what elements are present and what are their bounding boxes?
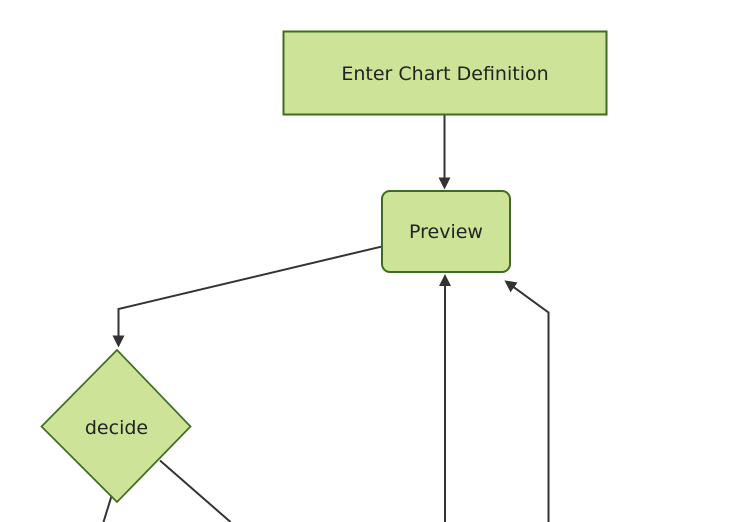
edge-offscreen-bottom-right-to-preview (504, 280, 550, 522)
node-enter-chart-definition-shape (282, 30, 608, 116)
node-enter-chart-definition-label: Enter Chart Definition (341, 63, 548, 85)
node-preview: Preview (381, 190, 511, 273)
node-preview-shape (381, 190, 511, 273)
edge-preview-to-decide (112, 245, 385, 348)
node-decide-label: decide (85, 417, 148, 439)
edge-decide-to-offscreen-bottom-right (159, 459, 232, 522)
edge-decide-to-offscreen-bottom-left (102, 494, 113, 522)
node-preview-label: Preview (409, 221, 483, 243)
node-decide: decide (40, 348, 192, 504)
node-decide-shape (40, 348, 192, 504)
node-enter-chart-definition: Enter Chart Definition (282, 30, 608, 116)
